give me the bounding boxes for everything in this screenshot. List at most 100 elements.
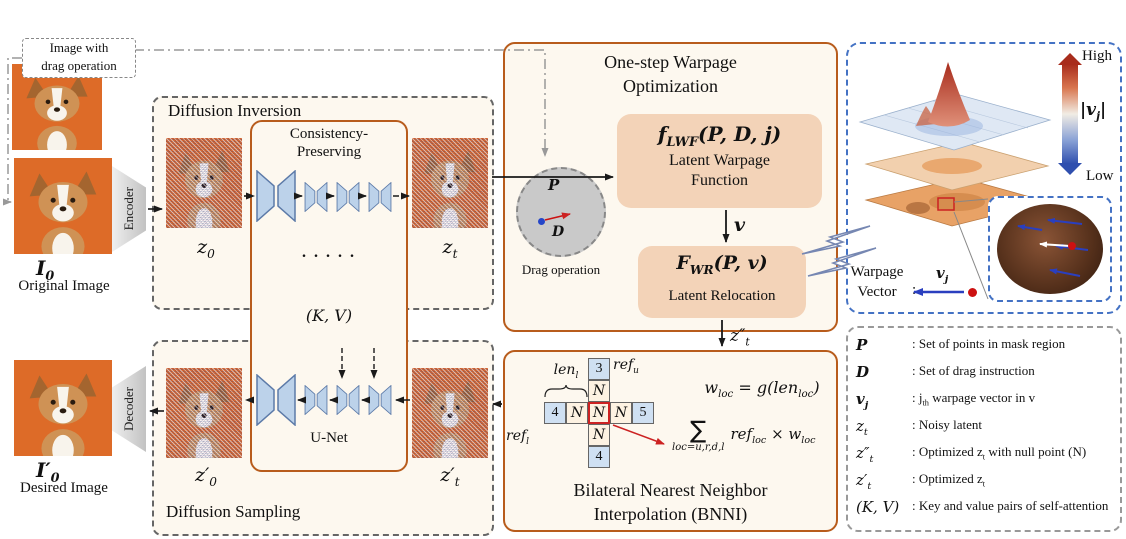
warpage-title-line1: One-step Warpage (604, 52, 737, 72)
unet-block-small-top-2 (336, 182, 360, 212)
legend-row-d: D : Set of drag instruction (856, 363, 1116, 390)
legend-row-p: P : Set of points in mask region (856, 336, 1116, 363)
target-point-dot (1068, 242, 1076, 250)
corgi-original (14, 158, 112, 254)
kv-label: (K, V) (305, 306, 353, 325)
bnni-title-line2: Interpolation (BNNI) (593, 504, 748, 524)
bnni-weight-formula: wloc = g(lenloc) (704, 378, 820, 401)
corgi-latent-z0 (166, 138, 242, 228)
drag-image-label-line2: drag operation (41, 58, 117, 73)
latent-z0-prime-image (166, 368, 242, 458)
wr-formula: FWR(P, v) (676, 252, 768, 277)
encoder-block: Encoder (112, 166, 146, 252)
legend-desc: : Set of points in mask region (912, 336, 1066, 351)
unet-block-small-top-1 (304, 182, 328, 212)
legend-symbol: vj (856, 390, 869, 411)
colorbar-low-label: Low (1086, 168, 1114, 184)
lwf-formula: fLWF(P, D, j) (657, 122, 782, 150)
bnni-cell-bottom: 4 (588, 446, 610, 468)
bnni-cell-down-null: N (588, 424, 610, 446)
warpage-vector-label-line2: Vector (857, 284, 897, 300)
ref-u-label: refu (613, 357, 639, 376)
legend-symbol: D (856, 363, 870, 381)
vj-arrow-label: vj (936, 264, 949, 285)
diffusion-sampling-title: Diffusion Sampling (166, 502, 301, 521)
vj-origin-dot (968, 288, 977, 297)
unet-block-large-bottom (256, 374, 296, 426)
z0-prime-label: z′0 (194, 464, 218, 489)
z0-label: z0 (197, 236, 215, 261)
dots-ellipsis: . . . . . (302, 244, 356, 261)
vector-inset (988, 196, 1112, 302)
bnni-panel (503, 350, 838, 532)
bnni-cell-left-null: N (566, 402, 588, 424)
drag-p-label: P (548, 176, 560, 194)
legend-desc: : Set of drag instruction (912, 363, 1035, 378)
legend-desc: : jth warpage vector in v (912, 390, 1036, 408)
bnni-cell-right-null: N (610, 402, 632, 424)
decoder-block: Decoder (112, 366, 146, 452)
legend-panel (846, 326, 1122, 532)
sigma-symbol: ∑ (690, 416, 707, 444)
unet-block-small-top-3 (368, 182, 392, 212)
warpage-vector-label-line1: Warpage (850, 264, 904, 280)
len-brace (544, 384, 588, 398)
bnni-title-line1: Bilateral Nearest Neighbor (573, 480, 768, 500)
encoder-label: Encoder (121, 187, 136, 231)
original-image-math-label: I0 (36, 256, 55, 284)
legend-row-zt-dprime: z″t : Optimized zt with null point (N) (856, 444, 1116, 471)
latent-warpage-function-box (617, 114, 822, 208)
corgi-latent-zt-prime (412, 368, 488, 458)
bnni-cell-center-null: N (588, 402, 610, 424)
desired-image-math-label: I′0 (36, 458, 60, 486)
original-image (14, 158, 112, 254)
corgi-desired (14, 360, 112, 456)
consistency-label-line1: Consistency- (289, 126, 369, 142)
bnni-sum-formula: ∑ loc=u,r,d,l refloc × wloc (672, 418, 815, 453)
sum-limits: loc=u,r,d,l (672, 442, 725, 453)
legend-row-zt: zt : Noisy latent (856, 417, 1116, 444)
bnni-cell-left: 4 (544, 402, 566, 424)
ref-l-label: refl (506, 428, 530, 447)
lwf-caption-line1: Latent Warpage (668, 152, 771, 169)
bnni-cell-up-null: N (588, 380, 610, 402)
legend-symbol: (K, V) (856, 498, 900, 516)
original-image-caption: Original Image (18, 278, 110, 294)
bnni-cell-top: 3 (588, 358, 610, 380)
sum-body: refloc × wloc (730, 425, 816, 446)
latent-relocation-box (638, 246, 806, 318)
legend-desc: : Key and value pairs of self-attention (912, 498, 1109, 513)
legend-symbol: z″t (856, 444, 874, 465)
corgi-latent-z0-prime (166, 368, 242, 458)
vector-inset-arrows (1017, 217, 1089, 277)
unet-block-large-top (256, 170, 296, 222)
bnni-cell-right: 5 (632, 402, 654, 424)
len-l-label: lenl (553, 362, 579, 381)
legend-symbol: z′t (856, 471, 872, 492)
unet-block-small-bottom-1 (304, 385, 328, 415)
drag-operation-caption: Drag operation (521, 262, 601, 277)
latent-z0-image (166, 138, 242, 228)
legend-desc: : Optimized zt with null point (N) (912, 444, 1087, 462)
unet-label: U-Net (310, 430, 348, 446)
decoder-label: Decoder (121, 386, 136, 432)
legend-symbol: zt (856, 417, 868, 438)
lwf-caption-line2: Function (691, 172, 748, 189)
drag-image-label: Image with drag operation (22, 38, 136, 78)
legend-row-kv: (K, V) : Key and value pairs of self-att… (856, 498, 1116, 525)
legend-list: P : Set of points in mask region D : Set… (856, 336, 1116, 525)
drag-image-label-line1: Image with (49, 40, 109, 55)
vj-magnitude-label: |vj| (1080, 100, 1107, 123)
latent-zt-image (412, 138, 488, 228)
zt-prime-label: z′t (440, 464, 460, 489)
latent-zt-prime-image (412, 368, 488, 458)
v-label: v (734, 214, 746, 236)
desired-image-caption: Desired Image (20, 480, 108, 496)
legend-desc: : Optimized zt (912, 471, 986, 489)
corgi-latent-zt (412, 138, 488, 228)
legend-desc: : Noisy latent (912, 417, 983, 432)
warpage-field-surface (858, 62, 1052, 227)
legend-symbol: P (856, 336, 868, 354)
legend-row-zt-prime: z′t : Optimized zt (856, 471, 1116, 498)
